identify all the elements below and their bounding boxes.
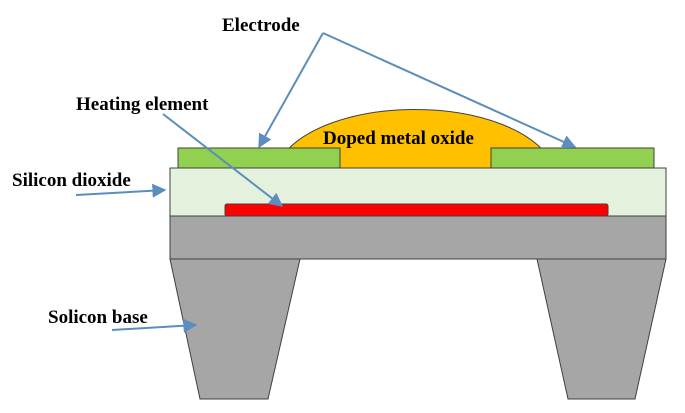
electrode-label: Electrode (222, 15, 300, 36)
silicon-base-right-leg (536, 258, 667, 400)
doped-metal-oxide-label: Doped metal oxide (323, 128, 474, 149)
heating-element-label: Heating element (76, 94, 209, 115)
silicon-base-arrow (111, 318, 198, 333)
electrode-right (490, 147, 655, 169)
silicon-dioxide-arrow (75, 183, 167, 198)
heating-element (224, 203, 609, 217)
silicon-base-slab (169, 215, 667, 260)
electrode-arrow-left (258, 32, 324, 149)
heating-element-arrow (162, 113, 284, 207)
silicon-base-left-leg (169, 258, 301, 400)
electrode-left (177, 147, 341, 169)
silicon-base-label: Solicon base (48, 307, 148, 328)
electrode-arrow-right (322, 32, 577, 149)
silicon-dioxide-label: Silicon dioxide (12, 170, 131, 191)
